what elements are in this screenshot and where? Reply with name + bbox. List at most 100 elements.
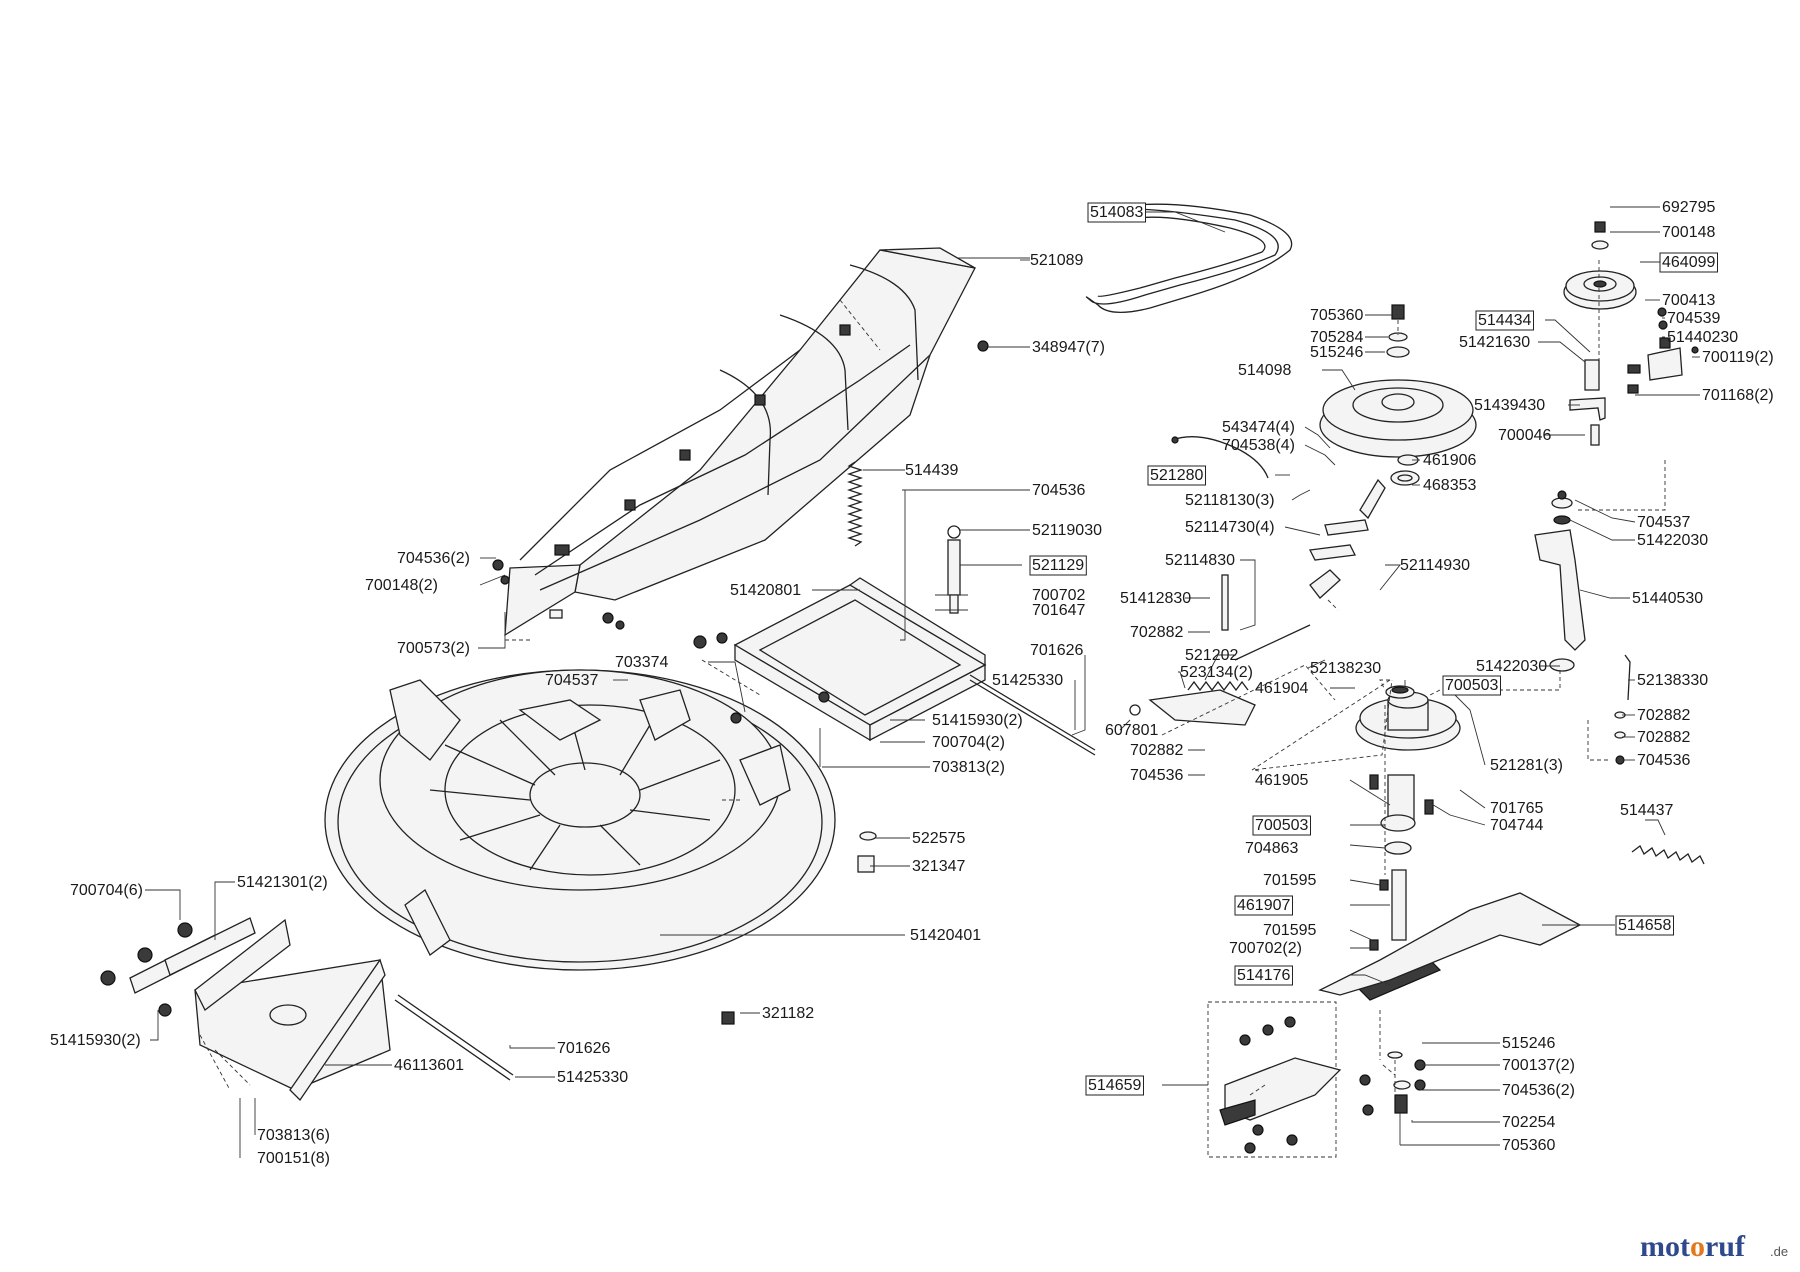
- part-label: 521089: [1030, 252, 1083, 269]
- part-label: 701595: [1263, 872, 1316, 889]
- part-number-text: 701626: [1030, 642, 1083, 659]
- rod-spring-drawing: [1129, 574, 1311, 726]
- brand-tld: .de: [1770, 1244, 1788, 1259]
- part-number-text: 704536(2): [397, 550, 470, 567]
- part-number-text: 514659: [1088, 1077, 1141, 1094]
- part-number-text: 700503: [1445, 677, 1498, 694]
- part-label: 52114830: [1165, 552, 1235, 569]
- part-number-text: 51440530: [1632, 590, 1703, 607]
- part-number-text: 700046: [1498, 427, 1551, 444]
- tension-spring-drawing: [846, 461, 864, 547]
- part-label: 700573(2): [397, 640, 470, 657]
- part-label: 51440230: [1667, 329, 1738, 346]
- part-number-text: 461904: [1255, 680, 1308, 697]
- part-number-text: 52114730(4): [1185, 519, 1275, 536]
- part-label: 704539: [1667, 310, 1720, 327]
- part-label: 700413: [1662, 292, 1715, 309]
- part-number-text: 523134(2): [1180, 664, 1253, 681]
- part-label: 702882: [1637, 707, 1690, 724]
- blade-kit-drawing: [1207, 1001, 1342, 1158]
- part-number-text: 704537: [545, 672, 598, 689]
- part-number-text: 704539: [1667, 310, 1720, 327]
- part-number-text: 461905: [1255, 772, 1308, 789]
- part-number-text: 705360: [1310, 307, 1363, 324]
- part-label: 51421301(2): [237, 874, 328, 891]
- part-number-text: 521281(3): [1490, 757, 1563, 774]
- part-number-text: 51421630: [1459, 334, 1530, 351]
- part-number-text: 514434: [1478, 312, 1531, 329]
- part-label: 607801: [1105, 722, 1158, 739]
- part-number-text: 703813(2): [932, 759, 1005, 776]
- part-number-text: 704537: [1637, 514, 1690, 531]
- part-label: 704537: [1637, 514, 1690, 531]
- label-box: [1442, 675, 1501, 696]
- part-number-text: 704538(4): [1222, 437, 1295, 454]
- part-label: 704744: [1490, 817, 1543, 834]
- part-number-text: 700119(2): [1702, 349, 1774, 366]
- part-label: 521281(3): [1490, 757, 1563, 774]
- part-number-text: 704744: [1490, 817, 1543, 834]
- part-label: 514098: [1238, 362, 1291, 379]
- label-box: [1029, 555, 1087, 576]
- part-label: 52114930: [1400, 557, 1470, 574]
- right-bracket-drawing: [1534, 490, 1586, 672]
- part-number-text: 704536: [1130, 767, 1183, 784]
- part-label: 700702(2): [1229, 940, 1302, 957]
- part-label-boxed: 700503: [1252, 815, 1311, 836]
- mower-deck-drawing: [324, 669, 836, 971]
- part-number-text: 51420801: [730, 582, 801, 599]
- label-box: [1252, 815, 1311, 836]
- part-label: 700704(2): [932, 734, 1005, 751]
- part-number-text: 705284: [1310, 329, 1363, 346]
- label-box: [1615, 915, 1674, 936]
- part-number-text: 468353: [1423, 477, 1476, 494]
- part-label-boxed: 514083: [1087, 202, 1146, 223]
- part-number-text: 521089: [1030, 252, 1083, 269]
- part-label-boxed: 521280: [1147, 465, 1206, 486]
- part-number-text: 51421301(2): [237, 874, 328, 891]
- part-number-text: 700137(2): [1502, 1057, 1575, 1074]
- idler-linkage-drawing: [1309, 454, 1420, 599]
- part-label: 51440530: [1632, 590, 1703, 607]
- part-number-text: 51415930(2): [932, 712, 1023, 729]
- part-label-boxed: 514659: [1085, 1075, 1144, 1096]
- part-number-text: 703813(6): [257, 1127, 330, 1144]
- part-label: 51422030: [1637, 532, 1708, 549]
- part-number-text: 515246: [1310, 344, 1363, 361]
- part-number-text: 702882: [1637, 707, 1690, 724]
- part-label: 514437: [1620, 802, 1673, 819]
- part-number-text: 702882: [1130, 624, 1183, 641]
- part-number-text: 704863: [1245, 840, 1298, 857]
- part-number-text: 607801: [1105, 722, 1158, 739]
- part-label: 51415930(2): [50, 1032, 141, 1049]
- part-number-text: 52114830: [1165, 552, 1235, 569]
- part-label: 52118130(3): [1185, 492, 1275, 509]
- part-label-boxed: 464099: [1659, 252, 1718, 273]
- part-label-boxed: 514658: [1615, 915, 1674, 936]
- part-number-text: 700702(2): [1229, 940, 1302, 957]
- part-number-text: 703374: [615, 654, 668, 671]
- part-number-text: 515246: [1502, 1035, 1555, 1052]
- part-label: 702254: [1502, 1114, 1555, 1131]
- part-number-text: 701647: [1032, 602, 1085, 619]
- part-label: 52138230: [1310, 660, 1381, 677]
- assembly-lines: [199, 260, 1666, 1096]
- chute-fasteners: [492, 340, 989, 630]
- part-number-text: 700148(2): [365, 577, 438, 594]
- part-number-text: 51420401: [910, 927, 981, 944]
- part-number-text: 321182: [762, 1005, 814, 1022]
- part-label: 700137(2): [1502, 1057, 1575, 1074]
- part-label: 702882: [1130, 624, 1183, 641]
- part-label: 468353: [1423, 477, 1476, 494]
- part-label-boxed: 700503: [1442, 675, 1501, 696]
- part-number-text: 704536: [1637, 752, 1690, 769]
- part-label: 700148: [1662, 224, 1715, 241]
- part-label: 515246: [1502, 1035, 1555, 1052]
- part-label: 704536(2): [397, 550, 470, 567]
- part-label: 704538(4): [1222, 437, 1295, 454]
- part-number-text: 51425330: [992, 672, 1063, 689]
- part-number-text: 514439: [905, 462, 958, 479]
- part-number-labels: 514083521089348947(7)5144397045365211903…: [50, 199, 1774, 1167]
- part-label: 51420801: [730, 582, 801, 599]
- tension-spring-right-drawing: [1631, 845, 1705, 865]
